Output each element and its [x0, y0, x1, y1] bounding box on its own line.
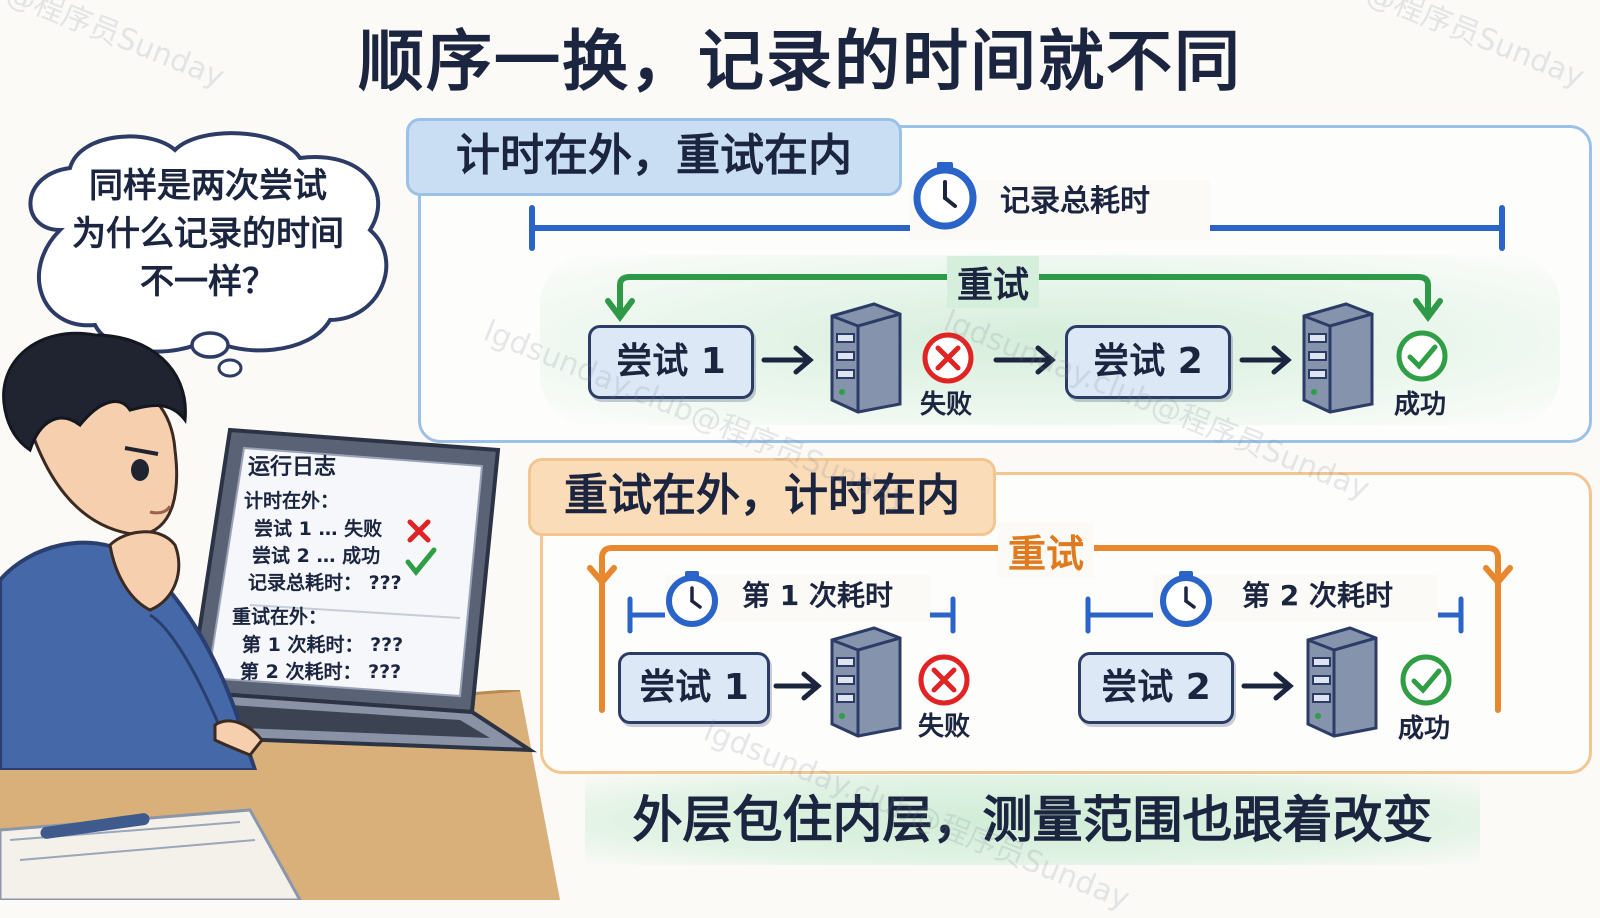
server-icon	[830, 626, 902, 738]
check-mark-icon	[405, 547, 437, 576]
section-retry-outside-tag: 重试在外，计时在内	[528, 458, 996, 536]
attempt-1-box: 尝试 1	[618, 652, 770, 724]
page-title: 顺序一换，记录的时间就不同	[358, 23, 1242, 100]
log-title: 运行日志	[248, 455, 337, 480]
bubble-line-2: 为什么记录的时间	[72, 214, 344, 254]
log-status-icons	[405, 519, 437, 576]
timer-1-bracket	[627, 571, 956, 634]
server-icon	[1306, 626, 1378, 738]
arrow-right-icon	[993, 345, 1056, 375]
arrow-right-icon	[1241, 671, 1294, 701]
fail-x-icon	[918, 654, 970, 706]
log-time2: 第 2 次耗时： ???	[240, 661, 402, 683]
laptop	[186, 427, 538, 753]
log-section2-heading: 重试在外：	[232, 606, 328, 628]
fail-mark-icon	[407, 519, 431, 543]
server-icon	[1302, 302, 1374, 414]
bubble-line-3: 不一样？	[140, 262, 276, 302]
section-timing-outside-tag: 计时在外，重试在内	[406, 118, 902, 196]
arrow-right-icon	[773, 671, 822, 701]
log-section1-heading: 计时在外：	[244, 490, 340, 512]
attempt-1-box: 尝试 1	[588, 325, 754, 399]
arrow-right-icon	[761, 345, 814, 375]
person-thinking	[0, 331, 264, 770]
stopwatch-icon	[1160, 571, 1212, 627]
total-timer-label: 记录总耗时	[1000, 184, 1150, 219]
timer-2-label: 第 2 次耗时	[1242, 579, 1393, 612]
thought-bubble-text: 同样是两次尝试 为什么记录的时间 不一样？	[38, 162, 378, 306]
server-icon	[830, 302, 902, 414]
arrow-right-icon	[1239, 345, 1292, 375]
success-label-1: 成功	[1394, 390, 1447, 420]
stopwatch-icon	[913, 162, 977, 230]
success-label-2: 成功	[1398, 714, 1451, 744]
log-total-time: 记录总耗时： ???	[248, 572, 402, 594]
retry-label-inner: 重试	[947, 256, 1040, 308]
bubble-line-1: 同样是两次尝试	[89, 166, 327, 206]
total-timer-bracket	[529, 162, 1505, 251]
attempt-2-box: 尝试 2	[1065, 325, 1231, 399]
log-attempt1: 尝试 1 … 失败	[254, 518, 383, 540]
timer-2-bracket	[1085, 571, 1464, 634]
log-time1: 第 1 次耗时： ???	[242, 634, 404, 656]
timer-1-label: 第 1 次耗时	[742, 579, 893, 612]
fail-x-icon	[922, 332, 974, 384]
fail-label-1: 失败	[920, 390, 973, 420]
log-attempt2: 尝试 2 … 成功	[252, 545, 381, 567]
retry-label-outer: 重试	[998, 523, 1095, 578]
fail-label-2: 失败	[918, 712, 971, 742]
stopwatch-icon	[666, 571, 718, 627]
success-check-icon	[1396, 330, 1448, 382]
success-check-icon	[1400, 654, 1452, 706]
attempt-2-box: 尝试 2	[1078, 652, 1234, 724]
conclusion-banner: 外层包住内层，测量范围也跟着改变	[585, 775, 1480, 865]
